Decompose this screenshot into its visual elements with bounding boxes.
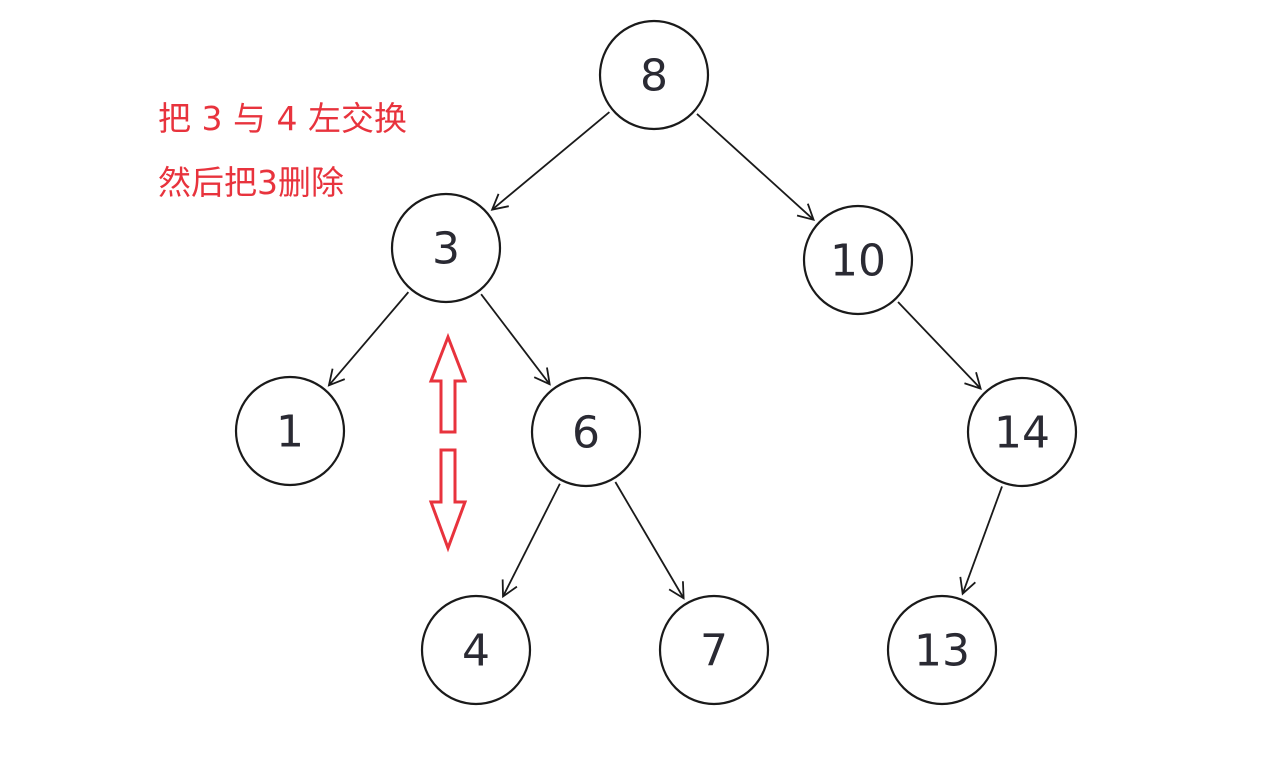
node-label: 10 (830, 236, 886, 287)
node-label: 14 (994, 408, 1050, 459)
node-label: 7 (700, 626, 728, 677)
tree-node-4: 4 (420, 594, 532, 706)
edge-arrow (327, 291, 410, 387)
node-label: 6 (572, 408, 600, 459)
swap-arrow-down-icon (428, 448, 468, 553)
node-circle (420, 594, 532, 706)
tree-node-8: 8 (598, 19, 710, 131)
node-label: 13 (914, 626, 970, 677)
node-circle (530, 376, 642, 488)
node-circle (658, 594, 770, 706)
edge-arrow (490, 111, 610, 211)
edge-arrow (480, 293, 551, 386)
edge-arrow (696, 113, 815, 221)
node-circle (966, 376, 1078, 488)
node-label: 4 (462, 626, 490, 677)
node-circle (598, 19, 710, 131)
edge-arrow (614, 481, 685, 600)
tree-node-3: 3 (390, 192, 502, 304)
edge-arrow (501, 483, 561, 599)
node-label: 8 (640, 51, 668, 102)
edge-arrow (897, 301, 982, 390)
tree-node-14: 14 (966, 376, 1078, 488)
node-circle (390, 192, 502, 304)
edge-arrow (959, 486, 1003, 596)
tree-node-7: 7 (658, 594, 770, 706)
swap-arrow-up-icon (428, 332, 468, 434)
tree-node-1: 1 (234, 375, 346, 487)
node-circle (802, 204, 914, 316)
tree-node-13: 13 (886, 594, 998, 706)
node-circle (234, 375, 346, 487)
tree-node-10: 10 (802, 204, 914, 316)
annotation-delete-text: 然后把3删除 (158, 163, 344, 202)
tree-node-6: 6 (530, 376, 642, 488)
node-label: 1 (276, 407, 304, 458)
annotation-swap-text: 把 3 与 4 左交换 (158, 99, 407, 138)
nodes-layer: 8 3 10 1 6 14 4 7 13 (234, 19, 1078, 706)
node-label: 3 (432, 224, 460, 275)
node-circle (886, 594, 998, 706)
edges-layer (327, 111, 1003, 600)
